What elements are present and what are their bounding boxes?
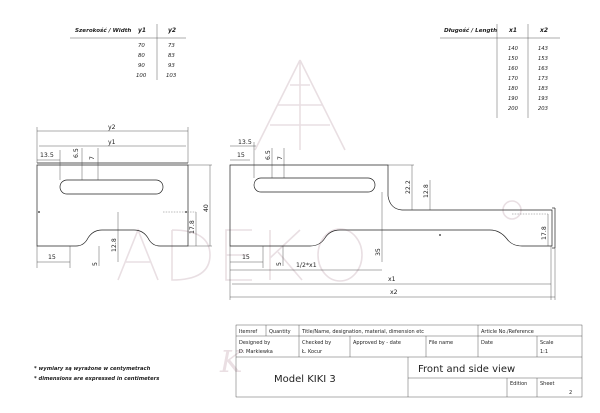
side-dim-13-5: 13.5	[238, 139, 252, 146]
front-dim-6-5: 6.5	[73, 148, 80, 158]
side-dim-15-bottom: 15	[242, 254, 250, 261]
tb-checked-by-label: Checked by	[302, 340, 331, 346]
front-dim-12-8: 12.8	[111, 238, 118, 252]
front-dim-13-5: 13.5	[40, 152, 54, 159]
note-english: * dimensions are expressed in centimeter…	[34, 376, 159, 382]
length-table: Długość / Length x1 x2 140 143 150 153 1…	[440, 24, 560, 118]
width-row-2-y2: 83	[168, 53, 175, 59]
watermark-signature: K	[219, 345, 244, 380]
tb-edition-label: Edition	[510, 381, 527, 387]
length-row-4-x1: 170	[508, 76, 519, 82]
tb-scale-label: Scale	[540, 340, 553, 346]
side-dim-35: 35	[375, 248, 382, 256]
adeko-watermark: K	[117, 59, 522, 380]
length-row-4-x2: 173	[538, 76, 548, 82]
length-row-3-x2: 163	[538, 66, 548, 72]
tb-title-name: Title/Name, designation, material, dimen…	[301, 329, 424, 335]
tb-sheet-label: Sheet	[540, 381, 554, 387]
length-row-6-x2: 193	[538, 96, 548, 102]
side-dim-5: 5	[276, 262, 283, 266]
tb-article-no: Article No./Reference	[481, 329, 534, 335]
front-dim-5: 5	[92, 262, 99, 266]
front-dim-17-8: 17.8	[189, 220, 196, 234]
width-row-3-y2: 93	[168, 63, 175, 69]
side-dim-half-x1: 1/2*x1	[296, 262, 317, 269]
length-table-header: Długość / Length	[444, 27, 497, 34]
tb-date-label: Date	[481, 340, 493, 346]
side-dim-12-8: 12.8	[423, 184, 430, 198]
note-polish: * wymiary są wyrażone w centymetrach	[34, 366, 151, 372]
length-row-7-x2: 203	[538, 106, 548, 112]
width-row-2-y1: 80	[138, 53, 145, 59]
side-dim-22-2: 22.2	[405, 180, 412, 194]
notes: * wymiary są wyrażone w centymetrach * d…	[34, 366, 159, 382]
tb-model: Model KIKI 3	[274, 374, 336, 385]
width-row-1-y1: 70	[138, 43, 145, 49]
tb-scale: 1:1	[540, 349, 548, 355]
side-view-slot	[253, 177, 376, 193]
front-dim-40: 40	[203, 204, 210, 212]
width-row-4-y1: 100	[136, 73, 147, 79]
length-row-6-x1: 190	[508, 96, 519, 102]
front-dim-15: 15	[48, 254, 56, 261]
tb-sheet: 2	[569, 390, 572, 396]
title-block: Itemref Quantity Title/Name, designation…	[235, 324, 583, 398]
width-table-col-y1: y1	[138, 27, 146, 34]
tb-designed-by: D. Markiewka	[239, 349, 273, 355]
length-row-5-x2: 183	[538, 86, 548, 92]
tb-file-name-label: File name	[429, 340, 453, 346]
length-table-col-x2: x2	[539, 27, 548, 34]
side-dim-x1: x1	[388, 276, 396, 283]
tb-checked-by: Ł. Kocur	[301, 349, 323, 355]
length-table-col-x1: x1	[508, 27, 517, 34]
tb-designed-by-label: Designed by	[239, 340, 270, 346]
width-row-1-y2: 73	[168, 43, 175, 49]
side-dim-17-8: 17.8	[541, 226, 548, 240]
tb-view-title: Front and side view	[418, 364, 515, 375]
side-dim-x2: x2	[390, 289, 398, 296]
length-row-1-x1: 140	[508, 46, 519, 52]
tb-approved-label: Approved by - date	[353, 340, 401, 346]
front-dim-7: 7	[89, 156, 96, 160]
width-table-header: Szerokość / Width	[75, 27, 131, 34]
front-view-slot	[59, 179, 164, 195]
length-row-5-x1: 180	[508, 86, 519, 92]
length-row-2-x1: 150	[508, 56, 519, 62]
tb-quantity: Quantity	[269, 329, 291, 335]
width-table-col-y2: y2	[168, 27, 176, 34]
side-view-outline	[229, 164, 553, 247]
side-dim-7: 7	[277, 156, 284, 160]
side-dim-15-top: 15	[237, 152, 245, 159]
tb-itemref: Itemref	[239, 329, 257, 335]
length-row-7-x1: 200	[508, 106, 519, 112]
front-dim-y1: y1	[108, 139, 116, 146]
width-row-4-y2: 103	[166, 73, 177, 79]
length-row-1-x2: 143	[538, 46, 548, 52]
front-dim-y2: y2	[108, 124, 116, 131]
width-row-3-y1: 90	[138, 63, 145, 69]
side-dim-6-5: 6.5	[265, 150, 272, 160]
front-view: y2 y1 13.5 6.5 7 40 17.8 12.8 15 5	[36, 124, 212, 268]
width-table: Szerokość / Width y1 y2 70 73 80 83 90 9…	[70, 24, 186, 80]
length-row-2-x2: 153	[538, 56, 548, 62]
side-view: 13.5 15 6.5 7 22.2 12.8 35 17.8 15 5 1/2…	[229, 139, 556, 300]
front-view-outline	[36, 164, 189, 247]
length-row-3-x1: 160	[508, 66, 519, 72]
